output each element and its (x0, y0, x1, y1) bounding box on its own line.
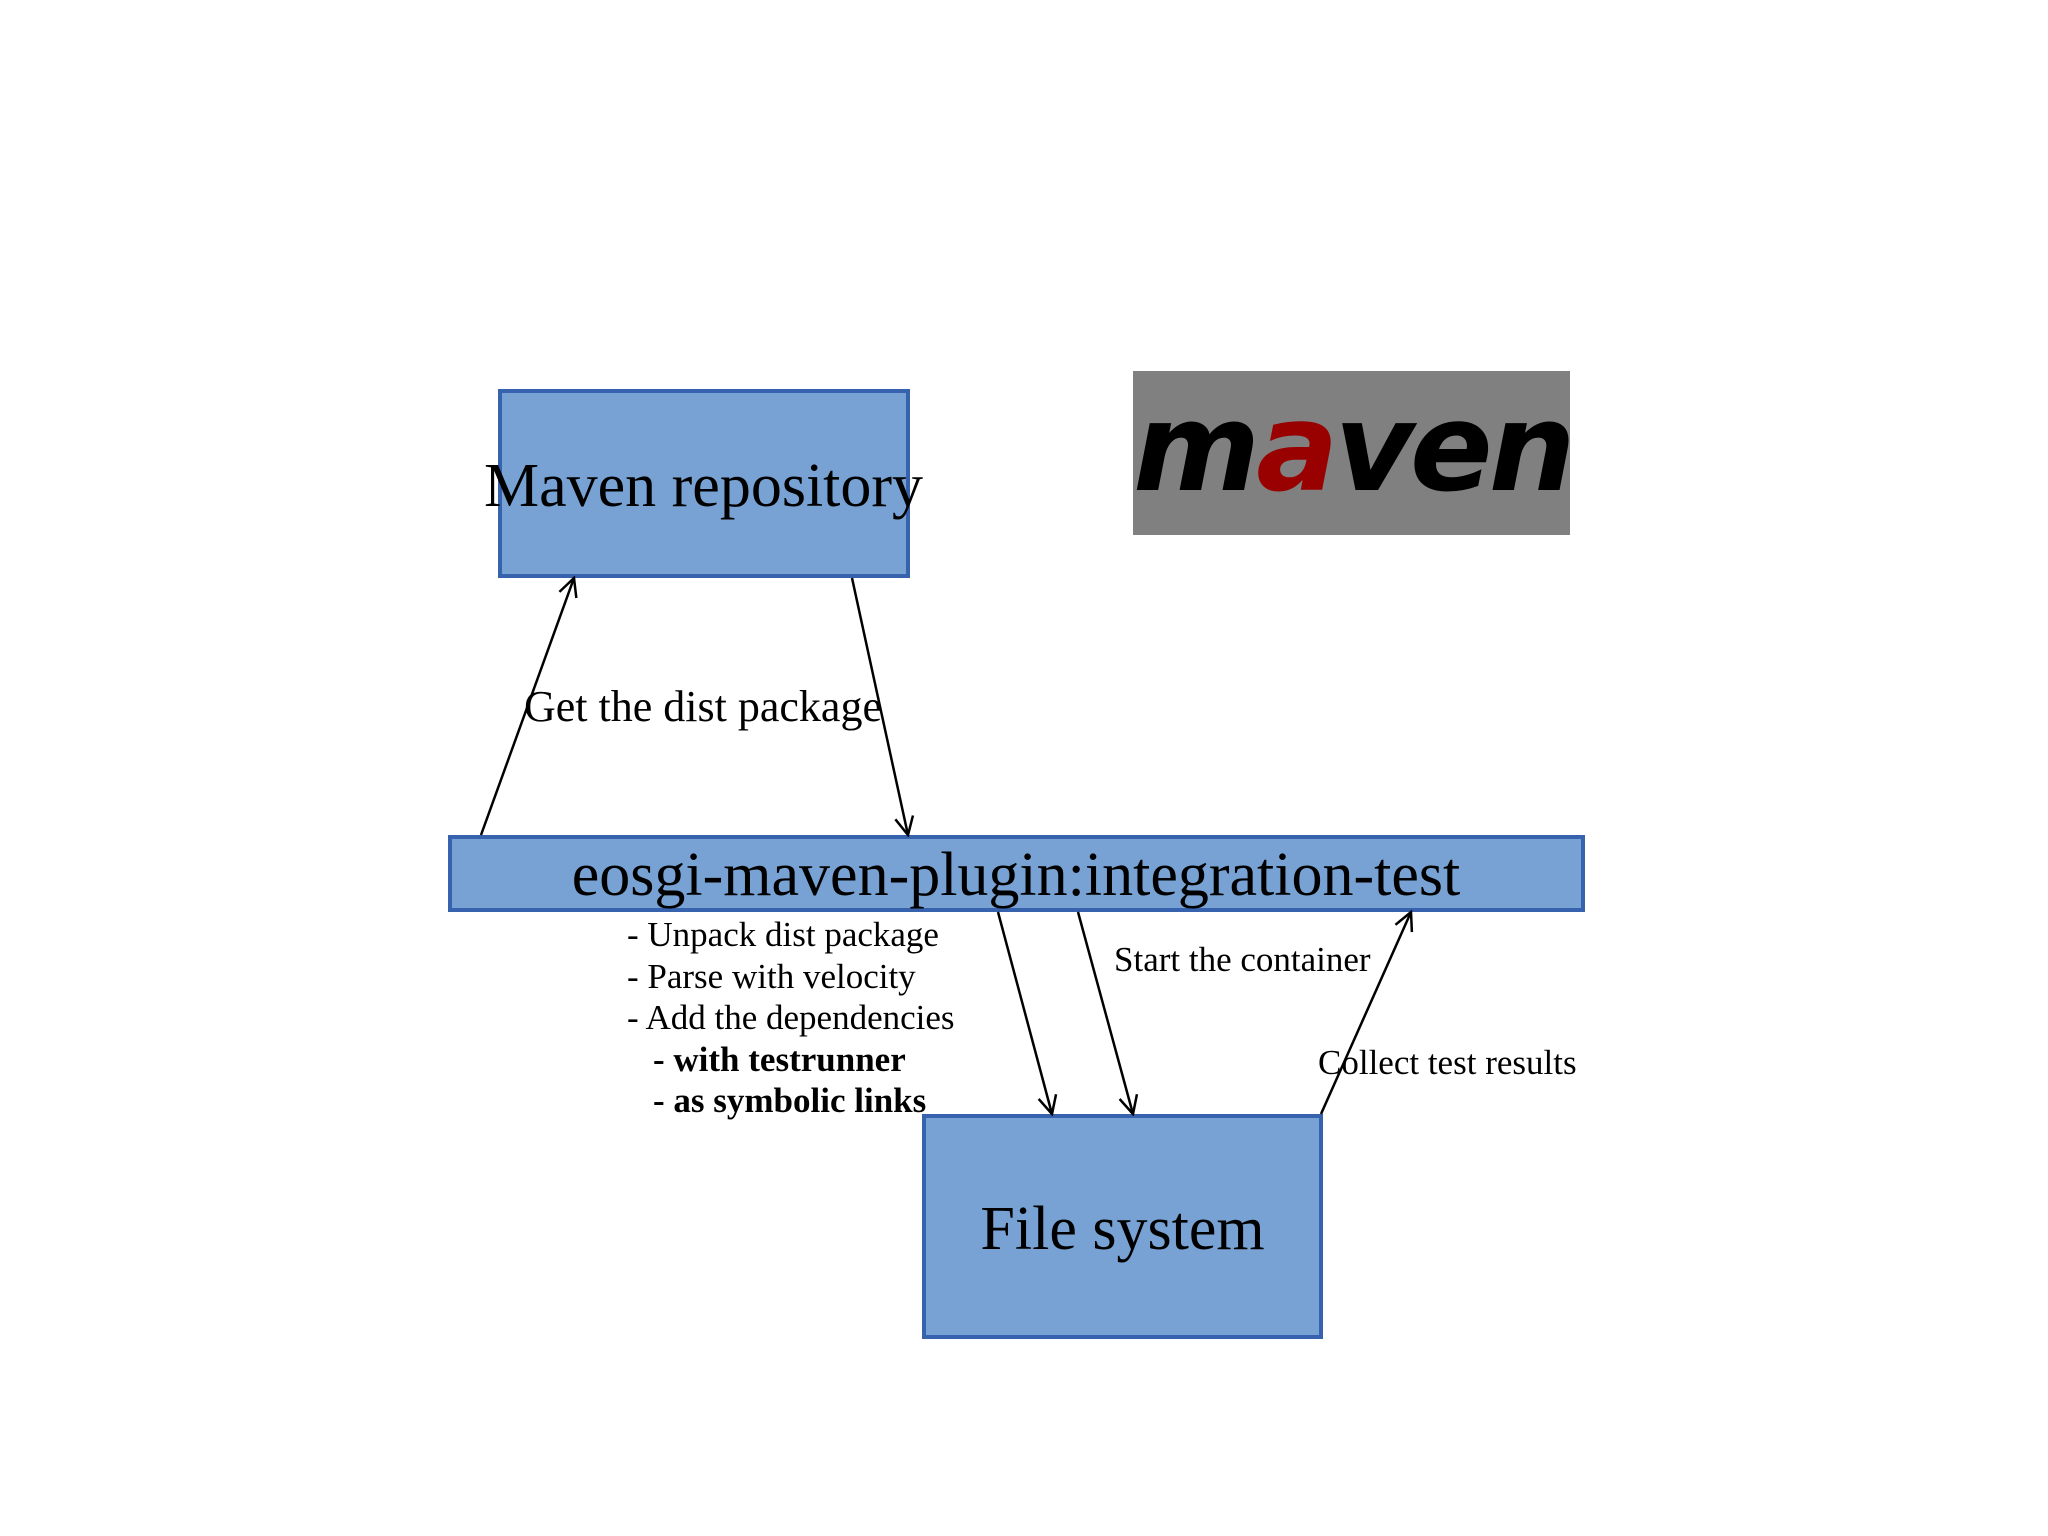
file-system-label: File system (980, 1195, 1265, 1263)
get-dist-package-label: Get the dist package (524, 682, 882, 731)
plugin-steps-list: - Unpack dist package - Parse with veloc… (627, 914, 955, 1122)
step-symbolic-links: - as symbolic links (653, 1081, 927, 1120)
maven-wordmark: maven (1133, 377, 1570, 519)
maven-repository-label: Maven repository (484, 452, 924, 520)
step-parse: - Parse with velocity (627, 956, 916, 996)
step-add-dependencies: - Add the dependencies (627, 998, 955, 1037)
maven-logo: maven (1133, 371, 1570, 535)
step-unpack: - Unpack dist package (627, 915, 939, 954)
collect-test-results-label: Collect test results (1318, 1043, 1577, 1082)
file-system-box (922, 1114, 1323, 1339)
integration-test-plugin-label: eosgi-maven-plugin:integration-test (571, 841, 1461, 909)
arrow-plugin-to-file-system (996, 911, 1052, 1114)
start-container-label: Start the container (1114, 940, 1371, 979)
step-with-testrunner: - with testrunner (653, 1039, 906, 1079)
maven-repository-box (498, 389, 910, 578)
integration-test-plugin-box (448, 835, 1585, 912)
